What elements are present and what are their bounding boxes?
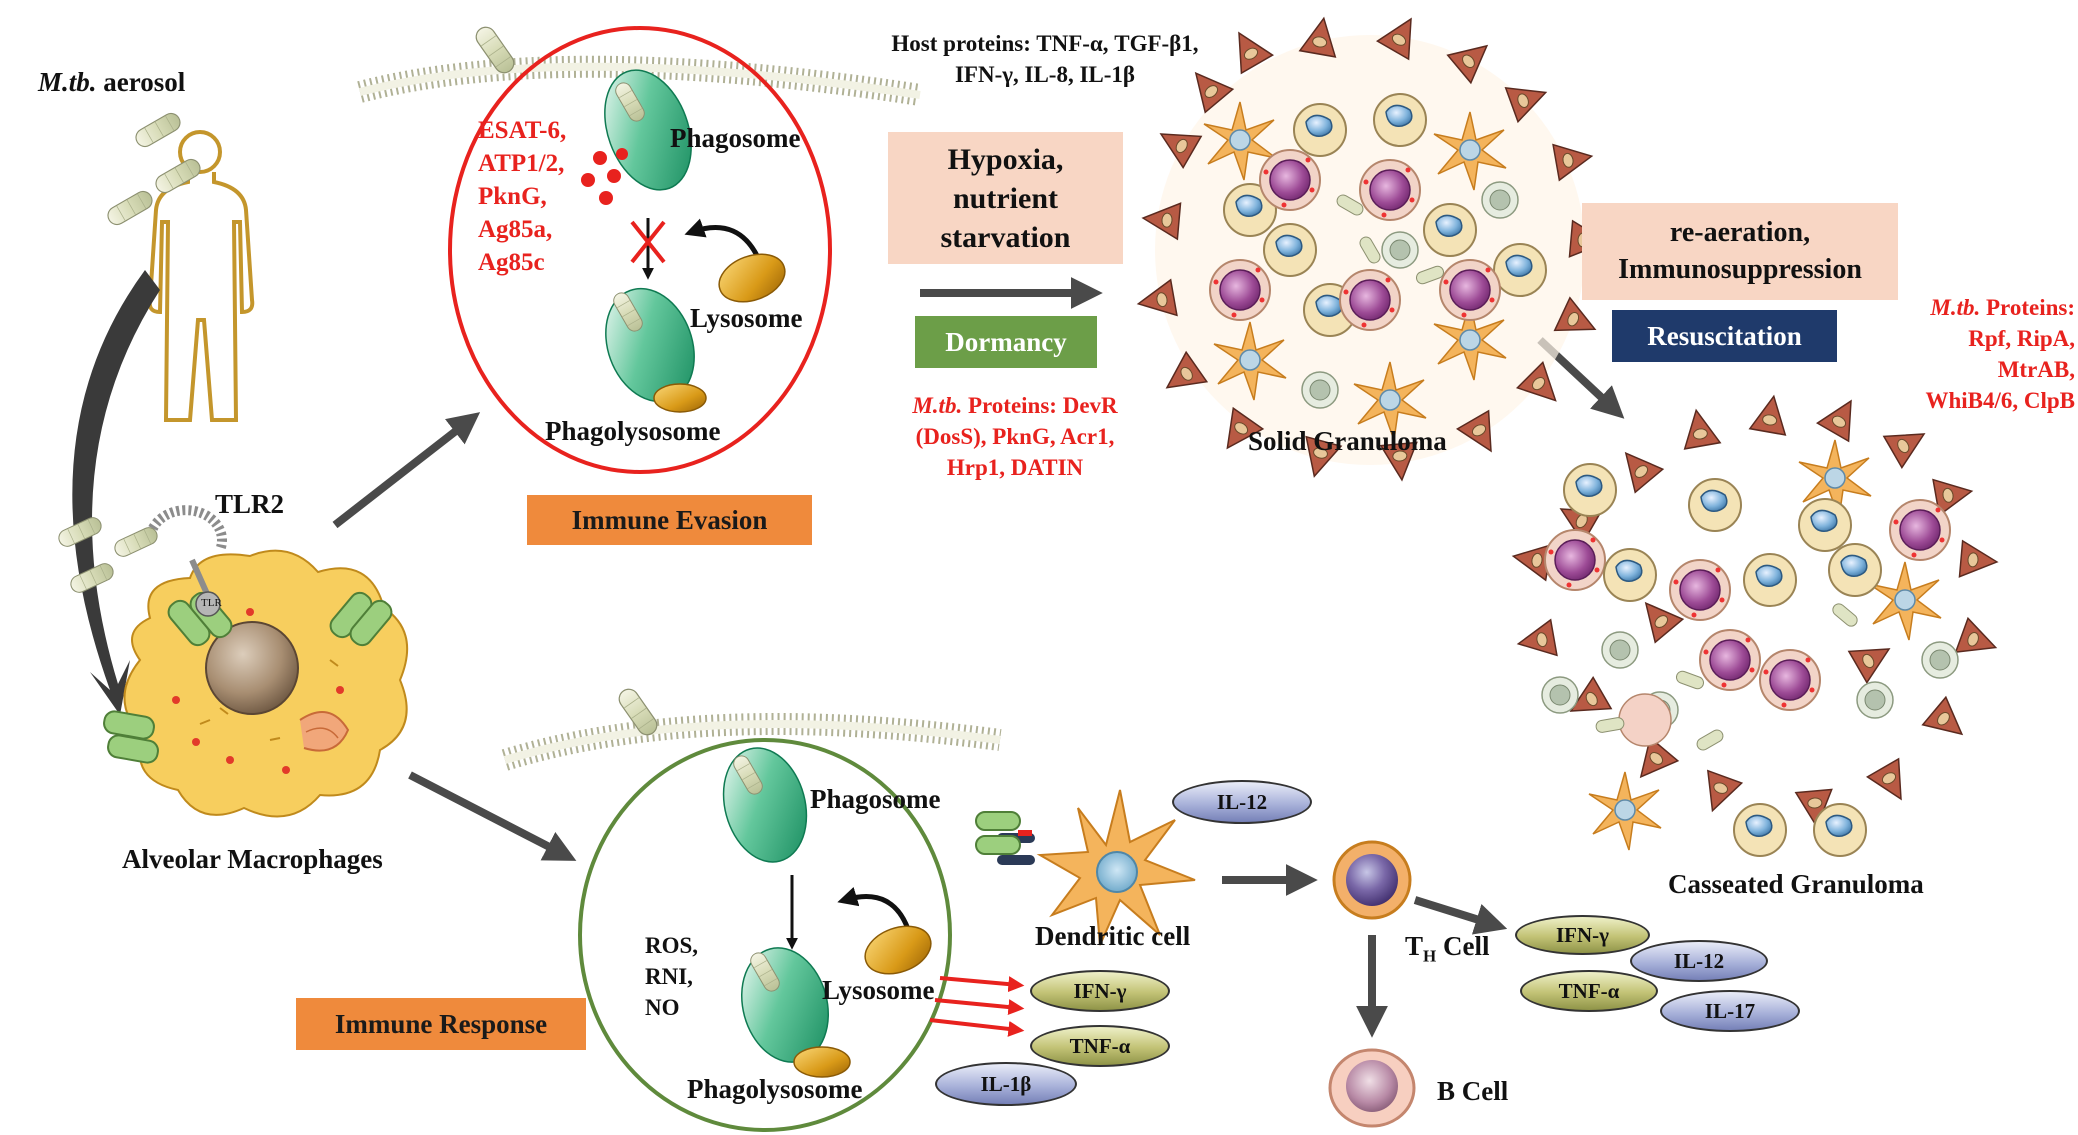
cytokine-il12-dc: IL-12 xyxy=(1172,780,1312,824)
evasion-red-dots xyxy=(581,148,628,205)
evasion-lysosome-label: Lysosome xyxy=(690,303,803,333)
evasion-phagolysosome-icon xyxy=(605,287,707,413)
ros-label: ROS, RNI, NO xyxy=(645,933,699,1020)
cytokine-release-arrows xyxy=(929,976,1025,1037)
human-silhouette-icon xyxy=(147,130,255,422)
resuscitation-box: Resuscitation xyxy=(1612,310,1837,362)
arrow-to-evasion xyxy=(332,412,481,529)
response-phagosome-icon xyxy=(722,747,808,863)
macrophage-icon xyxy=(123,549,409,818)
evasion-block-icon xyxy=(630,218,763,280)
host-proteins-label: Host proteins: TNF-α, TGF-β1, IFN-γ, IL-… xyxy=(891,31,1199,87)
solid-granuloma-label: Solid Granuloma xyxy=(1248,426,1447,456)
arrow-to-response xyxy=(408,771,577,861)
th-cell-label: TH Cell xyxy=(1405,931,1490,966)
tlr-small-label: TLR xyxy=(201,597,222,609)
response-lysosome-label: Lysosome xyxy=(822,975,935,1005)
mtb-aerosol-label: M.tb. aerosol xyxy=(38,67,186,97)
immune-evasion-box: Immune Evasion xyxy=(527,495,812,545)
arrow-th-to-cytokines xyxy=(1413,896,1508,935)
cytokine-tnf-alpha-th: TNF-α xyxy=(1520,970,1658,1012)
b-cell-label: B Cell xyxy=(1437,1076,1509,1106)
resuscitation-proteins-label: M.tb. Proteins: Rpf, RipA, MtrAB, WhiB4/… xyxy=(1925,295,2075,413)
membrane-top xyxy=(357,55,922,106)
evasion-circle xyxy=(448,26,832,474)
response-circle xyxy=(578,738,952,1132)
cytokine-il17: IL-17 xyxy=(1660,990,1800,1032)
tlr2-coil-icon xyxy=(145,505,227,617)
cytokine-il12-th: IL-12 xyxy=(1630,940,1768,982)
b-cell-nucleus xyxy=(1346,1060,1398,1112)
cytokine-tnf-alpha: TNF-α xyxy=(1030,1025,1170,1067)
cytokine-ifn-gamma-th: IFN-γ xyxy=(1515,915,1650,955)
bacillus-icon xyxy=(111,524,161,560)
response-phagosome-label: Phagosome xyxy=(810,784,941,814)
bacillus-icon xyxy=(132,109,184,151)
evasion-lysosome-icon xyxy=(718,253,786,303)
cytokine-il1b: IL-1β xyxy=(935,1062,1077,1106)
response-phagolysosome-label: Phagolysosome xyxy=(687,1074,863,1104)
evasion-phagosome-label: Phagosome xyxy=(670,123,801,153)
dendritic-cell-label: Dendritic cell xyxy=(1035,921,1191,951)
dendritic-cell-icon xyxy=(975,789,1196,946)
evasion-phagolysosome-label: Phagolysosome xyxy=(545,416,721,446)
membrane-bottom xyxy=(501,713,1002,771)
bacillus-icon xyxy=(104,187,156,229)
infection-curve-arrow xyxy=(72,270,160,715)
alveolar-macrophages-label: Alveolar Macrophages xyxy=(122,844,383,874)
immune-response-box: Immune Response xyxy=(296,998,586,1050)
dormancy-proteins-label: M.tb. Proteins: DevR (DosS), PknG, Acr1,… xyxy=(912,393,1118,480)
tlr2-label: TLR2 xyxy=(215,489,285,519)
casseated-granuloma-label: Casseated Granuloma xyxy=(1668,869,1924,899)
response-phagolysosome-icon xyxy=(740,947,851,1078)
response-lysosome-icon xyxy=(864,925,932,975)
hypoxia-box: Hypoxia, nutrient starvation xyxy=(888,132,1123,264)
cytokine-ifn-gamma: IFN-γ xyxy=(1030,970,1170,1012)
th-cell-nucleus xyxy=(1346,854,1398,906)
solid-granuloma-icon xyxy=(1134,9,1610,483)
reaeration-box: re-aeration, Immunosuppression xyxy=(1582,203,1898,300)
evasion-protein-list: ESAT-6, ATP1/2, PknG, Ag85a, Ag85c xyxy=(478,117,567,276)
casseated-granuloma-icon xyxy=(1509,391,2003,857)
evasion-phagosome-icon xyxy=(604,69,692,191)
bacillus-icon xyxy=(152,155,204,197)
dormancy-box: Dormancy xyxy=(915,316,1097,368)
